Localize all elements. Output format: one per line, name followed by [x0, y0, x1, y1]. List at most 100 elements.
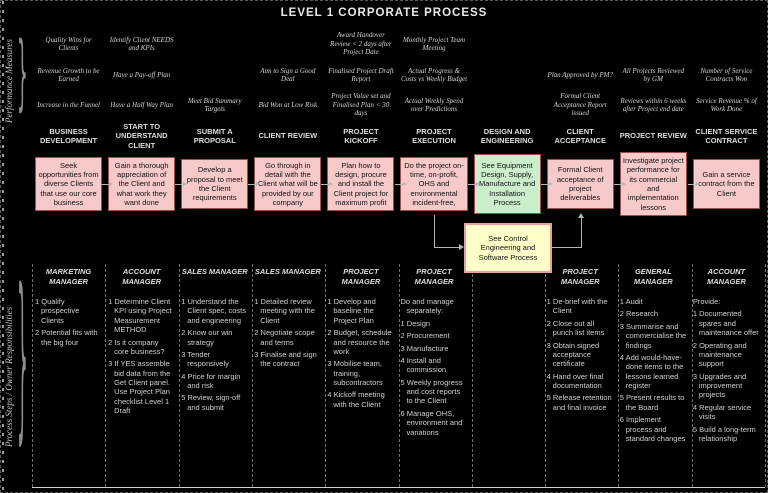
- measure-text: Project Value set and Finalised Plan < 3…: [331, 92, 391, 118]
- see-equipment-process-box[interactable]: See Equipment Design, Supply, Manufactur…: [473, 154, 541, 214]
- measure-text: Actual Progress & Costs vs Weekly Budget: [400, 66, 468, 83]
- measure-text: Reviews within 6 weeks after Project end…: [620, 96, 687, 113]
- stage-header: CLIENT ACCEPTANCE: [554, 126, 606, 145]
- measure-text: Quality Wins for Clients: [45, 35, 92, 52]
- owner-header: MARKETING MANAGER: [45, 267, 92, 286]
- measure-text: Service Revenue % of Work Done: [695, 96, 757, 113]
- column-separator: [471, 264, 473, 487]
- stage-header: PROJECT EXECUTION: [412, 126, 456, 145]
- measure-text: [254, 29, 321, 59]
- process-box-area: Seek opportunities from diverse Clients …: [35, 153, 103, 215]
- activity-item: 5 Review, sign-off and submit: [181, 393, 241, 412]
- measure-text: Plan Approved by PM?: [547, 70, 613, 79]
- measure-text: [474, 29, 541, 59]
- activity-list: 1 Understand the Client spec, costs and …: [181, 297, 248, 486]
- measure-text: Aim to Sign a Good Deal: [260, 66, 316, 83]
- bottom-rule: [32, 487, 765, 488]
- activity-list: 1 Develop and baseline the Project Plan 2…: [327, 297, 394, 486]
- stage-header: PROJECT REVIEW: [619, 131, 687, 141]
- process-box-area: See Equipment Design, Supply, Manufactur…: [473, 153, 541, 215]
- owner-header: SALES MANAGER: [254, 267, 321, 276]
- page-title: LEVEL 1 CORPORATE PROCESS: [280, 7, 488, 19]
- process-column-9: All Projects Reviewed by GM Reviews with…: [617, 29, 690, 486]
- column-separator: [618, 264, 620, 487]
- process-step-box: Develop a proposal to meet the Client re…: [181, 159, 249, 209]
- stage-header: CLIENT SERVICE CONTRACT: [695, 126, 758, 145]
- column-separator: [178, 264, 180, 487]
- process-box-area: Gain a service contract from the Client: [692, 153, 760, 215]
- measure-text: Monthly Project Team Meeting: [402, 35, 466, 52]
- column-separator: [105, 264, 107, 487]
- measure-text: [474, 91, 541, 119]
- column-separator: [32, 264, 33, 487]
- activity-item: 2 Budget, schedule and resource the work: [327, 328, 392, 356]
- activity-item: 1 Audit: [619, 297, 643, 306]
- activity-item: 4 Regular service visits: [692, 402, 752, 422]
- measure-text: All Projects Reviewed by GM: [622, 66, 685, 83]
- left-perforation-edge: [2, 1, 4, 492]
- activity-item: 4 Hand over final documentation: [546, 371, 604, 390]
- stage-header: DESIGN AND ENGINEERING: [480, 126, 534, 145]
- flow-arrow-icon: [467, 182, 480, 186]
- activity-item: 2 Close out all punch list items: [546, 318, 605, 338]
- measure-text: [620, 29, 687, 59]
- flow-arrow-icon: [394, 182, 407, 186]
- process-column-6: Monthly Project Team Meeting Actual Prog…: [397, 29, 470, 486]
- connector-gap: [254, 215, 321, 263]
- connector-gap: [108, 215, 175, 263]
- activity-item: 3 Summarise and commercialise the findin…: [619, 321, 687, 350]
- measure-text: Finalised Project Draft Report: [328, 66, 394, 83]
- connector-gap: [693, 215, 760, 263]
- process-step-box: Do the project on-time, on-profit, OHS a…: [400, 156, 468, 212]
- process-box-area: Investigate project performance for its …: [619, 151, 687, 217]
- stage-header: PROJECT KICKOFF: [343, 126, 379, 145]
- process-box-area: Gain a thorough appreciation of the Clie…: [108, 153, 176, 215]
- connector-gap: [35, 215, 102, 263]
- process-step-box: Plan how to design, procure and install …: [327, 156, 395, 212]
- flow-arrow-icon: [247, 182, 260, 186]
- activity-list: [474, 297, 541, 486]
- process-step-box: Gain a thorough appreciation of the Clie…: [108, 156, 176, 212]
- activity-item: 1 Develop and baseline the Project Plan: [327, 297, 376, 325]
- connector-down-line: [434, 215, 435, 248]
- column-separator: [325, 264, 327, 487]
- flow-arrow-icon: [614, 182, 627, 186]
- measure-text: Have a Half Way Plan: [110, 100, 173, 109]
- process-step-box: Formal Client acceptance of project deli…: [546, 159, 614, 209]
- activity-item: 6 Implement process and standard changes: [619, 415, 686, 443]
- top-brace: [17, 33, 28, 115]
- measure-text: [181, 59, 248, 91]
- process-column-1: Quality Wins for Clients Revenue Growth …: [32, 29, 105, 486]
- measure-text: Actual Weekly Spend over Predictions: [404, 96, 464, 113]
- process-column-4: Aim to Sign a Good Deal Bid Won at Low R…: [251, 29, 324, 486]
- process-step-box: Investigate project performance for its …: [619, 151, 687, 217]
- activity-list: Provide: 1 Documented spares and maintena…: [693, 297, 760, 486]
- measure-text: [181, 29, 248, 59]
- process-step-box: Go through in detail with the Client wha…: [254, 156, 322, 212]
- activity-item: 1 Qualify prospective Clients: [35, 297, 80, 325]
- activity-item: 2 Operating and maintenance support: [692, 340, 747, 369]
- activity-item: Provide:: [692, 297, 721, 306]
- activity-item: 5 Build a long-term relationship: [692, 424, 756, 443]
- activity-item: 1 Determine Client KPI using Project Mea…: [108, 297, 172, 335]
- flow-arrow-icon: [687, 182, 700, 186]
- activity-item: 4 Add would-have-done items to the lesso…: [619, 352, 684, 390]
- process-step-box: Seek opportunities from diverse Clients …: [35, 156, 103, 212]
- process-box-area: Do the project on-time, on-profit, OHS a…: [400, 153, 468, 215]
- column-separator: [545, 264, 547, 487]
- stage-header: BUSINESS DEVELOPMENT: [40, 126, 98, 145]
- see-control-engineering-box[interactable]: See Control Engineering and Software Pro…: [464, 223, 552, 273]
- process-column-2: Identify Client NEEDS and KPIs Have a Pa…: [105, 29, 178, 486]
- flow-arrow-icon: [174, 182, 187, 186]
- measure-text: Formal Client Acceptance Report issued: [553, 92, 607, 118]
- activity-item: 2 Negotiate scope and terms: [254, 328, 315, 347]
- flow-arrow-icon: [321, 182, 334, 186]
- activity-item: 1 Documented spares and maintenance offe…: [692, 309, 759, 338]
- owner-header: SALES MANAGER: [181, 267, 248, 276]
- owner-header: PROJECT MANAGER: [341, 267, 381, 286]
- activity-item: 6 Manage OHS, environment and variations: [400, 408, 463, 437]
- owner-header: GENERAL MANAGER: [633, 267, 673, 286]
- activity-item: 3 Obtain signed acceptance certificate: [546, 340, 600, 369]
